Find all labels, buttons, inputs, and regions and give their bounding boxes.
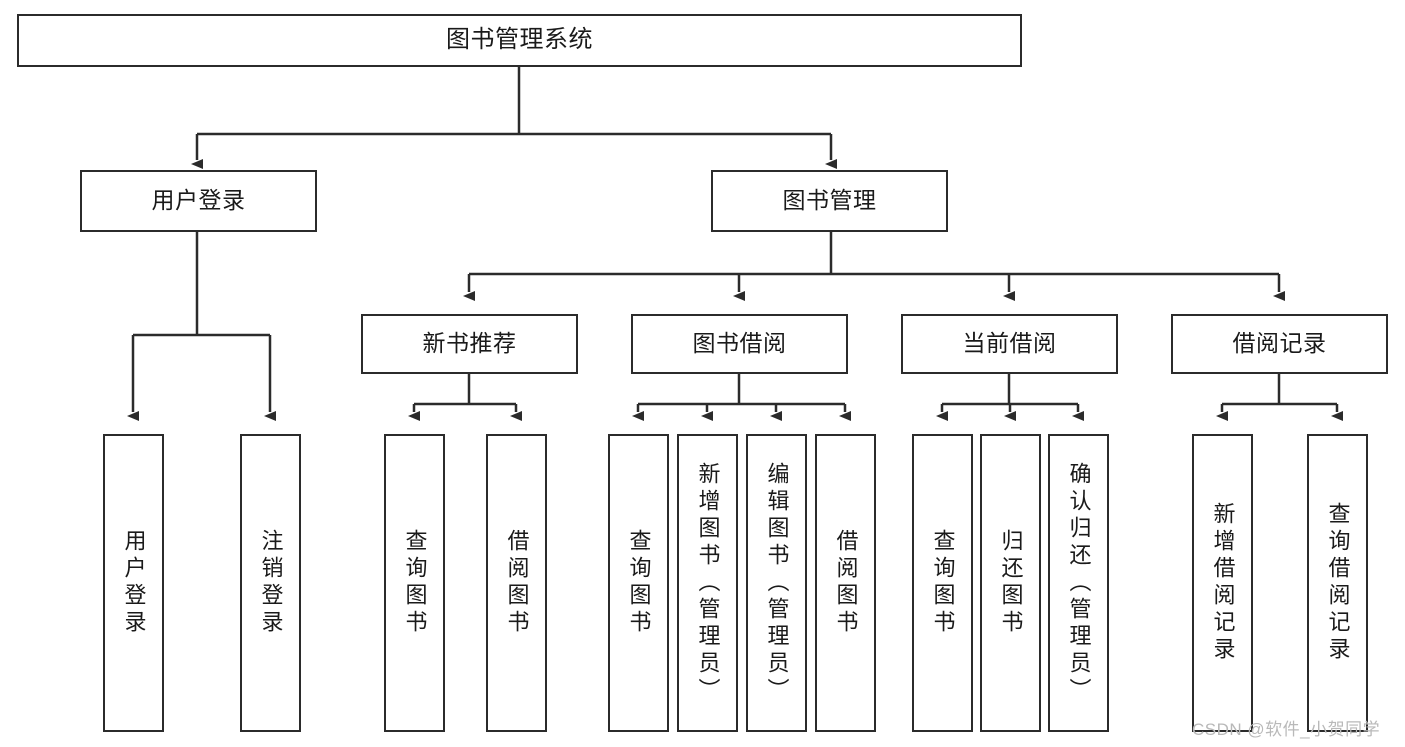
edges-root: [191, 67, 837, 169]
edges-new-book-rec: [408, 374, 522, 421]
node-borrow-record[interactable]: 借阅记录: [1171, 314, 1388, 374]
edges-book-borrow: [632, 374, 851, 421]
node-leaf-query-book-1-label: 查询图书: [402, 529, 428, 637]
node-leaf-logout-label: 注销登录: [258, 529, 284, 637]
node-leaf-query-book-2[interactable]: 查询图书: [608, 434, 669, 732]
node-book-manage[interactable]: 图书管理: [711, 170, 948, 232]
node-current-borrow-label: 当前借阅: [962, 330, 1057, 357]
node-leaf-add-borrow-record-label: 新增借阅记录: [1210, 502, 1236, 664]
edges-current-borrow: [936, 374, 1084, 421]
node-leaf-return-book[interactable]: 归还图书: [980, 434, 1041, 732]
node-leaf-add-borrow-record[interactable]: 新增借阅记录: [1192, 434, 1253, 732]
node-new-book-rec-label: 新书推荐: [422, 330, 517, 357]
edges-user-login: [127, 232, 276, 421]
edges-borrow-record: [1216, 374, 1343, 421]
node-leaf-query-book-2-label: 查询图书: [626, 529, 652, 637]
node-leaf-query-book-1[interactable]: 查询图书: [384, 434, 445, 732]
node-current-borrow[interactable]: 当前借阅: [901, 314, 1118, 374]
node-leaf-query-book-3[interactable]: 查询图书: [912, 434, 973, 732]
node-borrow-record-label: 借阅记录: [1232, 330, 1327, 357]
node-book-borrow[interactable]: 图书借阅: [631, 314, 848, 374]
node-new-book-rec[interactable]: 新书推荐: [361, 314, 578, 374]
node-leaf-logout[interactable]: 注销登录: [240, 434, 301, 732]
node-user-login[interactable]: 用户登录: [80, 170, 317, 232]
node-leaf-return-book-label: 归还图书: [998, 529, 1024, 637]
node-leaf-user-login-label: 用户登录: [121, 529, 147, 637]
node-leaf-edit-book-admin[interactable]: 编辑图书（管理员）: [746, 434, 807, 732]
edges-book-manage: [463, 232, 1285, 301]
node-leaf-borrow-book-1[interactable]: 借阅图书: [486, 434, 547, 732]
node-book-manage-label: 图书管理: [782, 187, 877, 214]
node-user-login-label: 用户登录: [151, 187, 246, 214]
node-leaf-confirm-return-admin-label: 确认归还（管理员）: [1066, 461, 1092, 705]
node-leaf-borrow-book-2-label: 借阅图书: [833, 529, 859, 637]
node-leaf-edit-book-admin-label: 编辑图书（管理员）: [764, 461, 790, 705]
node-leaf-borrow-book-2[interactable]: 借阅图书: [815, 434, 876, 732]
node-leaf-query-book-3-label: 查询图书: [930, 529, 956, 637]
node-leaf-confirm-return-admin[interactable]: 确认归还（管理员）: [1048, 434, 1109, 732]
node-root[interactable]: 图书管理系统: [17, 14, 1022, 67]
node-book-borrow-label: 图书借阅: [692, 330, 787, 357]
node-leaf-query-borrow-record-label: 查询借阅记录: [1325, 502, 1351, 664]
node-leaf-user-login[interactable]: 用户登录: [103, 434, 164, 732]
node-leaf-add-book-admin-label: 新增图书（管理员）: [695, 461, 721, 705]
node-leaf-add-book-admin[interactable]: 新增图书（管理员）: [677, 434, 738, 732]
node-root-label: 图书管理系统: [446, 26, 593, 54]
node-leaf-query-borrow-record[interactable]: 查询借阅记录: [1307, 434, 1368, 732]
node-leaf-borrow-book-1-label: 借阅图书: [504, 529, 530, 637]
